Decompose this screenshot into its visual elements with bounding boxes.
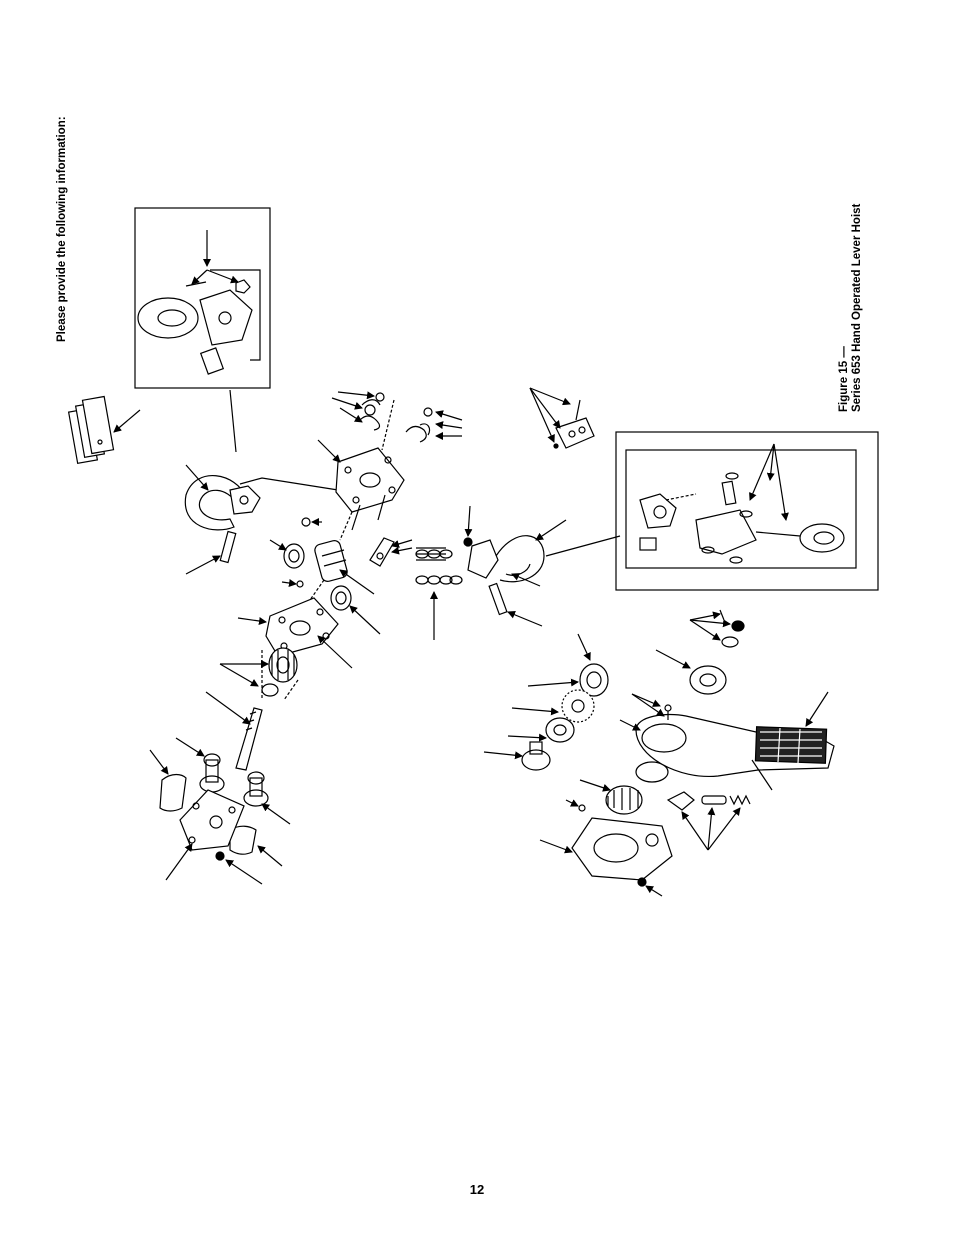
handle-housing: [571, 817, 673, 881]
ratchet-disc: [561, 689, 595, 723]
load-sheave: [314, 540, 348, 582]
upper-frame-plate: [335, 447, 405, 531]
hook-inset-box: [134, 207, 271, 389]
gear-cover: [179, 789, 245, 851]
bushing-left: [283, 543, 305, 569]
cover-nut: [215, 851, 225, 861]
pawl-springs-right: [405, 407, 433, 443]
small-nut: [578, 804, 586, 812]
hook-pin: [219, 530, 237, 564]
ratchet-gear: [268, 647, 298, 683]
inset-bottom-hook-assembly: [639, 472, 845, 564]
gasket-right: [229, 825, 257, 855]
friction-disc-top: [579, 663, 609, 697]
chain-guide: [369, 537, 395, 567]
bushing-right: [330, 585, 352, 611]
handle-nut-stack: [689, 609, 745, 695]
small-ring: [296, 580, 304, 588]
washer: [261, 683, 279, 697]
lever-handle: [635, 713, 835, 778]
pawl-spring-set: [666, 791, 751, 811]
retaining-ring: [301, 517, 311, 527]
nameplate-tags-icon: [67, 395, 115, 465]
friction-disc-bottom: [545, 717, 575, 743]
top-hook: [184, 475, 261, 531]
pinion-gear-right: [243, 771, 269, 807]
small-screw: [664, 704, 672, 720]
load-chain: [415, 547, 463, 585]
lower-frame-plate: [265, 597, 339, 657]
pinion-gear-left: [199, 753, 225, 793]
bottom-hook-inset-box: [615, 431, 879, 591]
latch-kit: [553, 399, 595, 449]
bottom-hook: [463, 535, 545, 616]
housing-nut: [637, 877, 647, 887]
drive-shaft: [235, 650, 263, 771]
callout-arrow: [113, 409, 141, 433]
brake-hub: [521, 741, 551, 771]
handwheel: [605, 761, 669, 815]
page-number: 12: [469, 1182, 485, 1197]
inset-hook-assembly: [137, 269, 261, 375]
pawl-springs-left: [359, 392, 385, 431]
gasket-left: [159, 773, 187, 812]
